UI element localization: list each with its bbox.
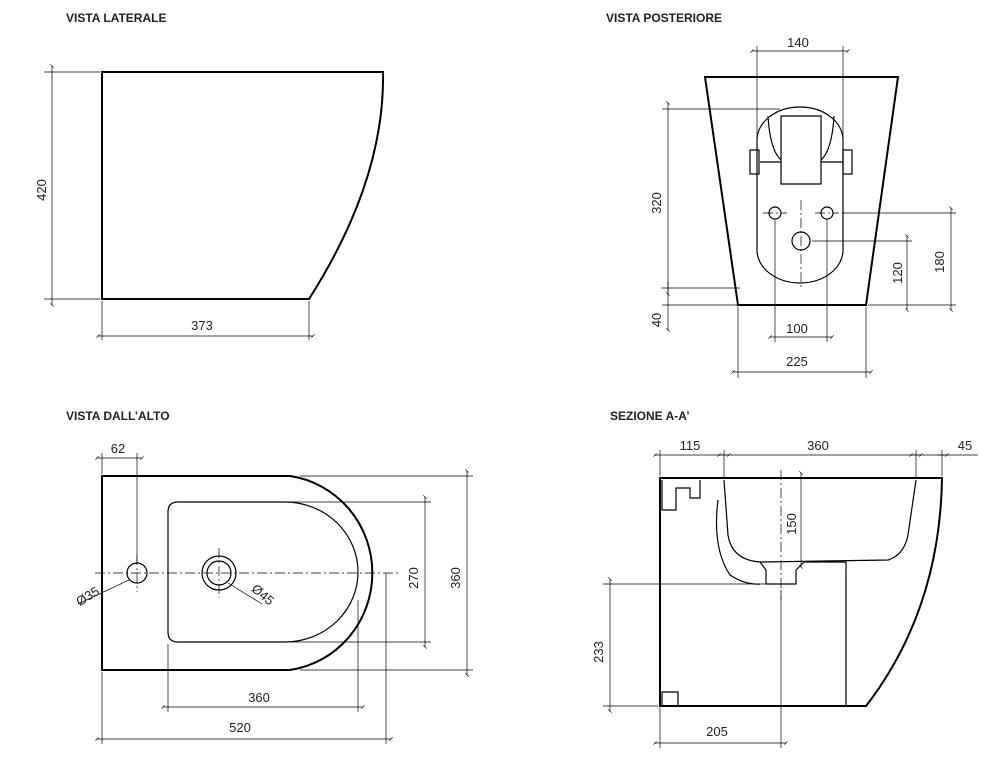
rear-body-height-dimension: 320 <box>649 101 780 296</box>
section-outlet-height-label: 233 <box>591 641 606 663</box>
section-bowl-depth-label: 150 <box>784 513 799 535</box>
top-total-width-label: 360 <box>448 567 463 589</box>
rear-view: VISTA POSTERIORE 140 320 <box>606 11 956 378</box>
rear-holes-height-dimension: 180 <box>842 206 956 312</box>
top-tap-offset-label: 62 <box>111 441 125 456</box>
section-outlet-distance-label: 205 <box>706 724 728 739</box>
top-view-outline <box>101 475 374 671</box>
rear-mounting-slot <box>756 106 844 284</box>
section-bowl-profile <box>723 479 917 563</box>
side-view: VISTA LATERALE 420 373 <box>34 11 385 340</box>
section-front-rim-label: 45 <box>958 438 972 453</box>
top-view-bowl <box>167 501 359 643</box>
top-view: VISTA DALL’ALTO 62 Ø35 Ø45 <box>66 409 473 744</box>
drain-diameter-callout: Ø45 <box>227 581 277 608</box>
rear-hole-spacing-label: 100 <box>786 321 808 336</box>
rear-hole-spacing-dimension: 100 <box>768 220 834 342</box>
rear-foot-height-label: 40 <box>649 313 664 327</box>
drain-diameter-label: Ø45 <box>249 581 277 608</box>
rear-view-title: VISTA POSTERIORE <box>606 11 722 25</box>
rear-drain-height-dimension: 120 <box>812 234 912 312</box>
side-height-label: 420 <box>34 179 49 201</box>
top-view-title: VISTA DALL’ALTO <box>66 409 170 423</box>
section-outer-outline <box>659 477 944 707</box>
top-bowl-width-label: 270 <box>406 567 421 589</box>
rear-top-width-dimension: 140 <box>750 35 850 140</box>
section-rear-wall-dimension: 115 <box>653 438 731 478</box>
rear-holes-height-label: 180 <box>932 251 947 273</box>
side-view-title: VISTA LATERALE <box>66 11 166 25</box>
tap-hole-diameter-label: Ø35 <box>73 583 102 609</box>
section-foot <box>661 691 679 706</box>
rear-outlet-duct <box>760 115 843 185</box>
section-outlet-distance-dimension: 205 <box>653 590 788 748</box>
top-tap-offset-dimension: 62 <box>95 441 144 563</box>
section-outlet-height-dimension: 233 <box>591 577 766 713</box>
top-total-length-label: 520 <box>229 720 251 735</box>
rear-base-width-dimension: 225 <box>731 307 873 378</box>
rear-drain-height-label: 120 <box>890 262 905 284</box>
top-bowl-length-dimension: 360 <box>161 600 365 712</box>
side-depth-label: 373 <box>191 318 213 333</box>
top-bowl-length-label: 360 <box>248 690 270 705</box>
section-rear-fixing <box>661 480 701 511</box>
rear-top-width-label: 140 <box>787 35 809 50</box>
side-view-outline <box>101 71 385 300</box>
section-bowl-length-dimension: 360 <box>717 438 923 478</box>
section-front-rim-dimension: 45 <box>909 438 978 476</box>
side-height-dimension: 420 <box>34 64 100 307</box>
rear-foot-height-dimension: 40 <box>649 282 737 332</box>
rear-view-outline <box>703 76 900 306</box>
rear-base-width-label: 225 <box>786 354 808 369</box>
side-depth-dimension: 373 <box>96 301 315 340</box>
top-total-length-dimension: 520 <box>95 573 393 744</box>
top-total-width-dimension: 360 <box>300 469 473 677</box>
section-bowl-depth-dimension: 150 <box>784 471 803 569</box>
section-view-title: SEZIONE A-A’ <box>610 409 690 423</box>
section-bowl-length-label: 360 <box>807 438 829 453</box>
rear-right-bracket <box>842 149 853 175</box>
top-bowl-width-dimension: 270 <box>290 495 431 649</box>
section-rear-wall-label: 115 <box>680 438 701 453</box>
rear-body-height-label: 320 <box>649 192 664 214</box>
section-view: SEZIONE A-A’ 115 360 45 150 <box>591 409 978 748</box>
rear-left-bracket <box>749 149 760 175</box>
